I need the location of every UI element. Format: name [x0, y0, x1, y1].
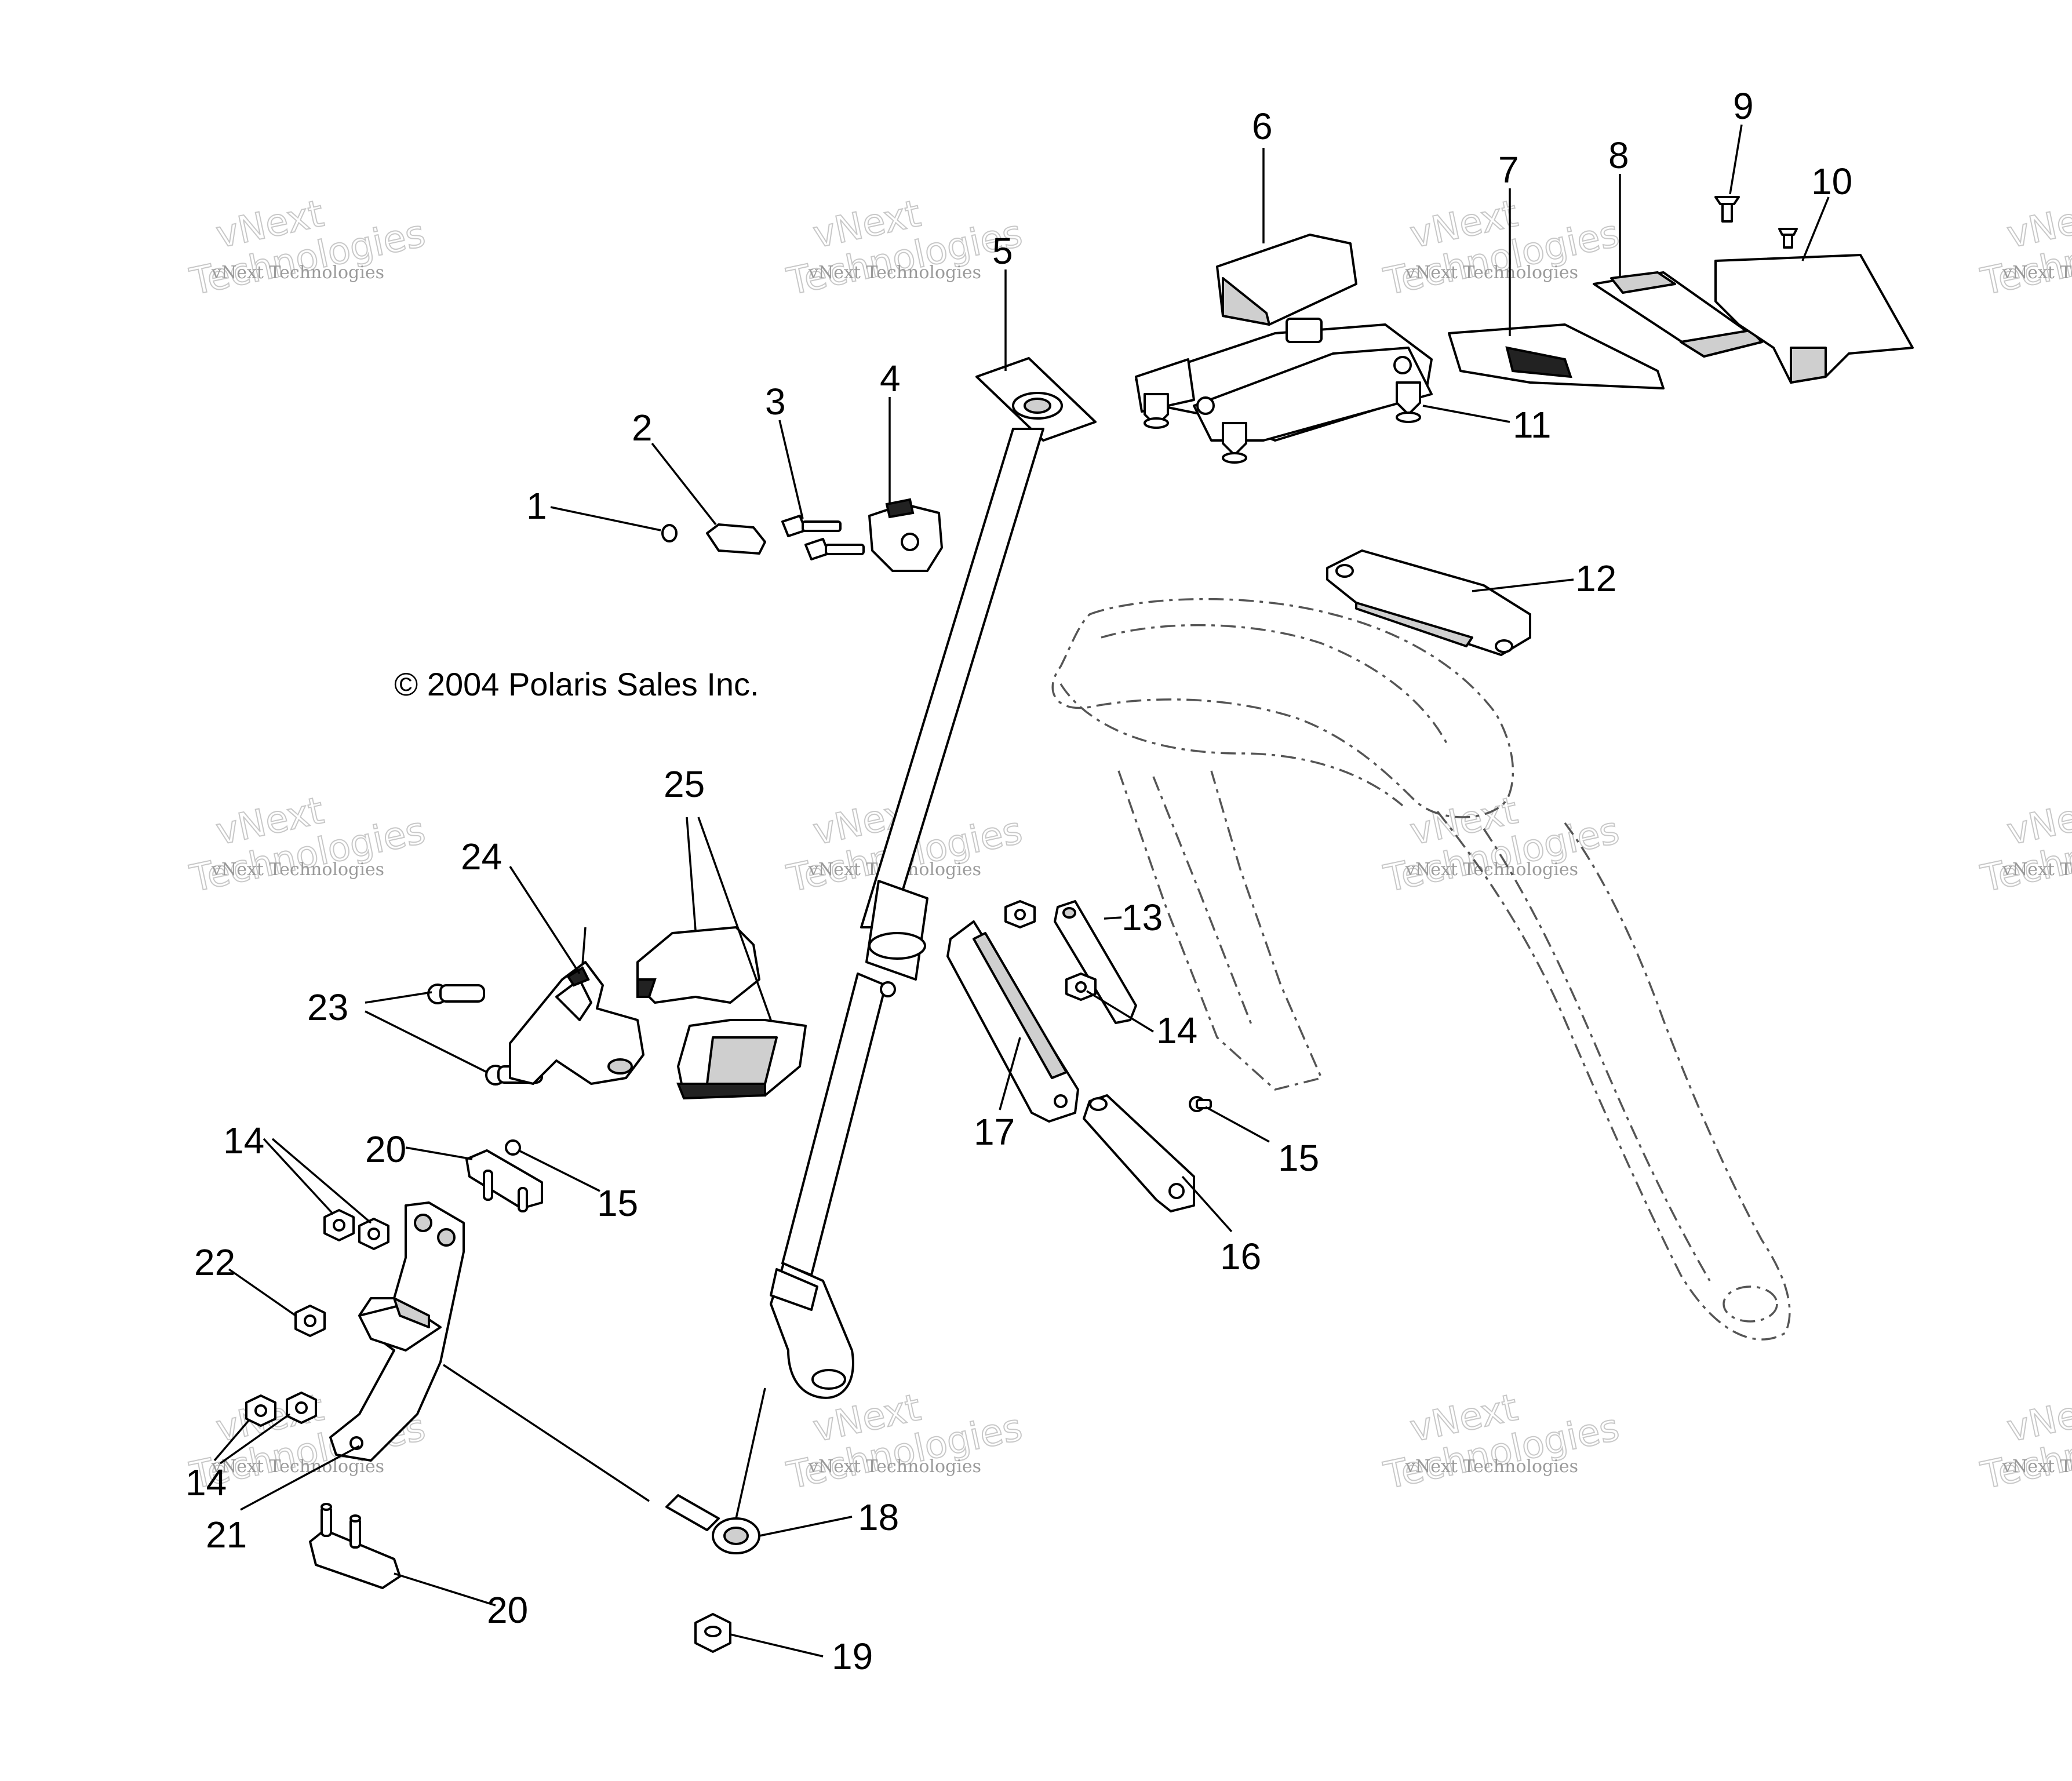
part-18-tie-rod-end	[665, 1494, 760, 1554]
part-22-nut	[294, 1305, 326, 1337]
callout-14-lower-left: 14	[185, 1462, 227, 1503]
watermark: vNext Technologies	[783, 192, 1027, 304]
callout-21: 21	[206, 1514, 247, 1556]
part-25-blocks	[636, 926, 807, 1100]
part-24-clamp	[509, 961, 644, 1085]
callout-5: 5	[992, 230, 1013, 272]
callout-15-left: 15	[597, 1182, 638, 1224]
ghost-handlebar-outline	[1051, 598, 1791, 1341]
watermark-small: vNext Technologies	[211, 263, 384, 283]
part-11-screws	[1144, 381, 1421, 464]
handlebar-pod	[1135, 234, 1433, 442]
part-20-plate-upper	[465, 1149, 543, 1212]
callout-19: 19	[832, 1636, 873, 1677]
part-14-nut-center	[1004, 900, 1097, 1001]
part-2-clip	[706, 523, 766, 555]
part-13-plate	[1054, 900, 1137, 1024]
callout-20-upper: 20	[365, 1128, 406, 1170]
watermark: vNext Technologies	[1380, 789, 1624, 901]
callout-2: 2	[632, 407, 653, 449]
watermark-small: vNext Technologies	[2002, 859, 2072, 880]
callout-9: 9	[1733, 85, 1754, 127]
callout-17: 17	[974, 1111, 1015, 1153]
watermark: vNext Technologies	[1380, 192, 1624, 304]
watermark: vNext Technologies	[186, 192, 430, 304]
part-15-pin-left	[505, 1139, 521, 1156]
part-12-clamp	[1326, 549, 1531, 656]
watermark: vNext Technologies	[1380, 1386, 1624, 1498]
callout-12: 12	[1575, 558, 1616, 599]
watermark: vNext Technologies	[186, 789, 430, 901]
part-16-link	[1083, 1094, 1195, 1212]
callout-11: 11	[1513, 404, 1551, 446]
watermark-small: vNext Technologies	[1405, 263, 1578, 283]
part-14-nuts-left	[245, 1209, 389, 1427]
callout-10: 10	[1811, 161, 1852, 202]
watermark-small: vNext Technologies	[1405, 859, 1578, 880]
watermark: vNext Technologies	[1977, 789, 2072, 901]
part-9-screw	[1714, 196, 1740, 223]
callout-labels: 1 2 3 4 5 6 7 8 9 10 11 12 13 14 15 16 1…	[185, 85, 1852, 1677]
watermark: vNext Technologies	[1977, 1386, 2072, 1498]
callout-22: 22	[194, 1241, 235, 1283]
callout-4: 4	[880, 358, 901, 399]
part-20-plate-lower	[309, 1503, 401, 1589]
callout-14-center: 14	[1156, 1010, 1197, 1051]
part-17-bracket	[946, 920, 1079, 1123]
watermark-small: vNext Technologies	[211, 1456, 384, 1477]
callout-1: 1	[526, 485, 547, 527]
watermark-small: vNext Technologies	[2002, 263, 2072, 283]
part-1-washer	[661, 524, 678, 542]
part-19-nut	[694, 1613, 731, 1653]
watermark-small: vNext Technologies	[808, 263, 981, 283]
part-15-pin-right	[1189, 1096, 1212, 1112]
part-3-bolts	[781, 515, 865, 560]
steering-post	[770, 357, 1097, 1399]
callout-23: 23	[307, 986, 348, 1028]
part-8-bracket	[1593, 271, 1763, 358]
callout-6: 6	[1252, 105, 1273, 147]
part-21-mount	[329, 1201, 465, 1462]
part-7-panel	[1448, 323, 1665, 389]
callout-24: 24	[461, 836, 502, 877]
callout-20-lower: 20	[487, 1589, 528, 1631]
callout-14-upper-left: 14	[223, 1120, 264, 1161]
copyright-notice: © 2004 Polaris Sales Inc.	[394, 666, 759, 702]
watermark: vNext Technologies	[1977, 192, 2072, 304]
callout-7: 7	[1498, 149, 1519, 191]
watermark-small: vNext Technologies	[1405, 1456, 1578, 1477]
callout-15-right: 15	[1278, 1137, 1319, 1179]
part-4-latch	[868, 498, 943, 572]
callout-13: 13	[1121, 897, 1163, 938]
part-10-cover	[1714, 228, 1914, 384]
watermark-small: vNext Technologies	[2002, 1456, 2072, 1477]
watermark-small: vNext Technologies	[211, 859, 384, 880]
callout-16: 16	[1220, 1236, 1261, 1277]
callout-3: 3	[765, 381, 786, 423]
leader-lines	[213, 124, 1830, 1658]
callout-8: 8	[1608, 134, 1629, 176]
callout-25: 25	[664, 763, 705, 805]
watermark-small: vNext Technologies	[808, 1456, 981, 1477]
callout-18: 18	[858, 1496, 899, 1538]
